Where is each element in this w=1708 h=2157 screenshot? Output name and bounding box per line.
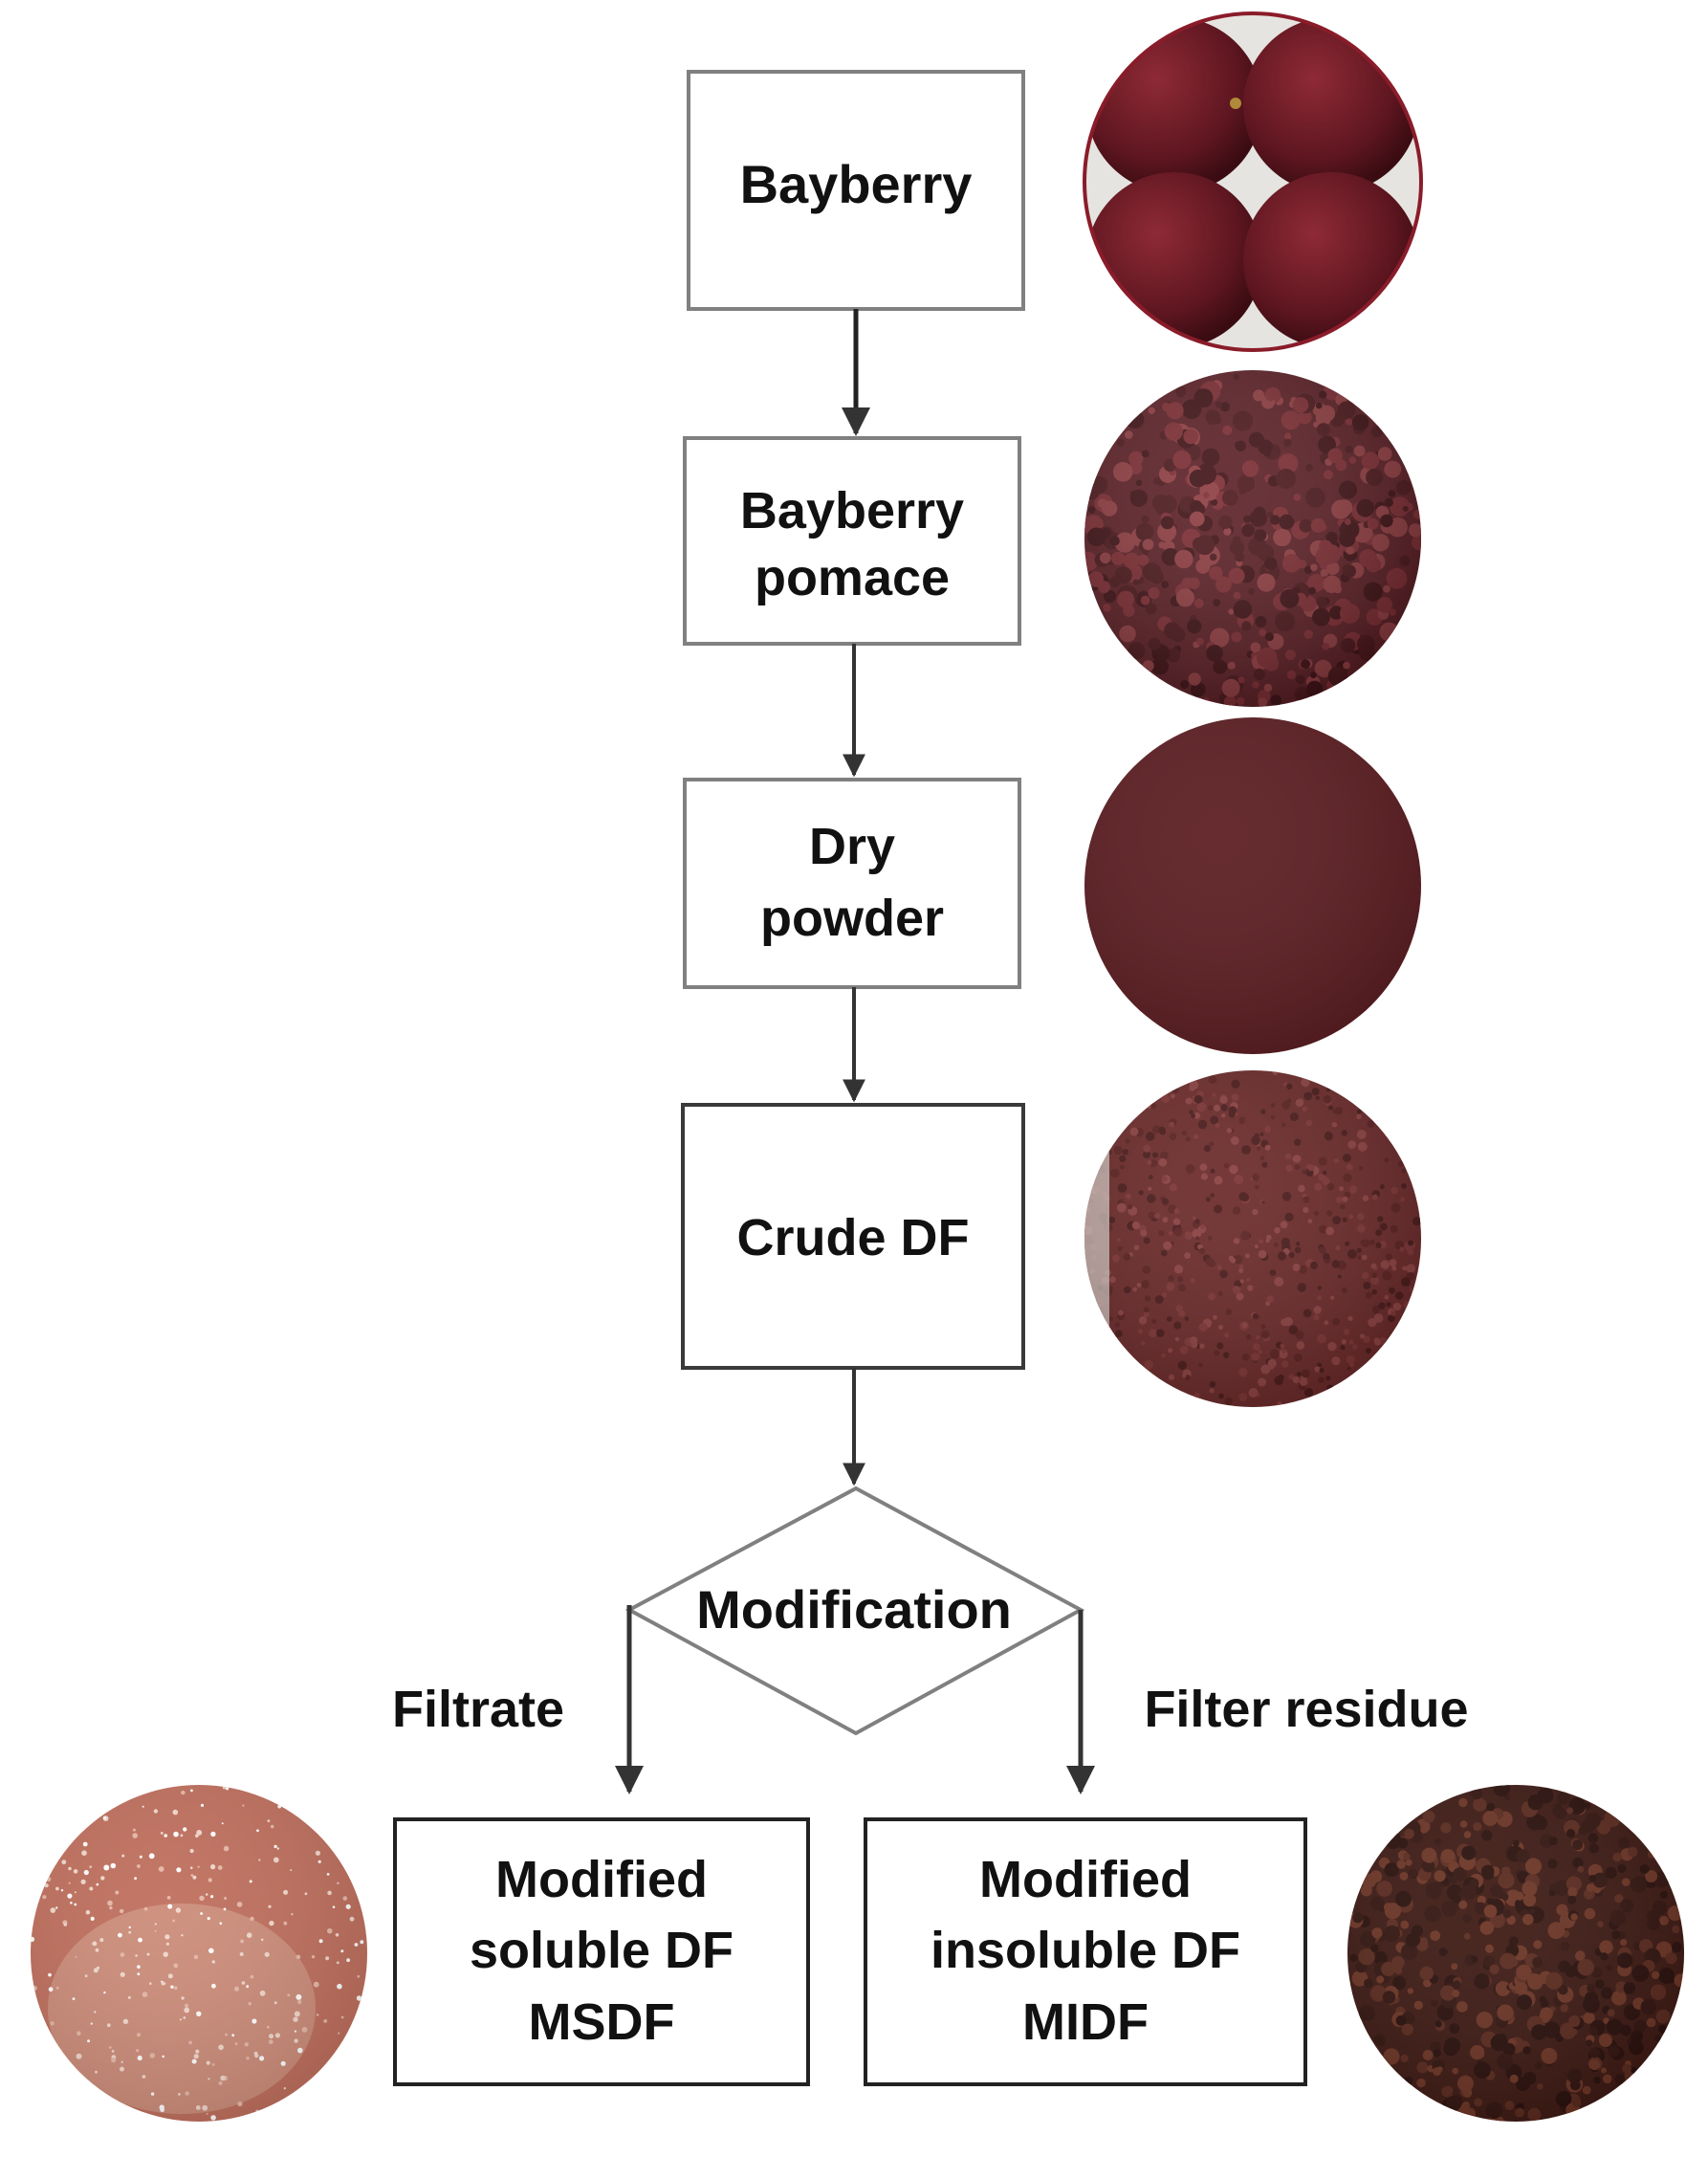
photo-crude-df	[1084, 1070, 1421, 1407]
photo-msdf	[31, 1785, 367, 2122]
decision-diamond	[624, 1486, 1085, 1736]
photo-midf	[1347, 1785, 1684, 2122]
decision-label: Modification	[696, 1579, 1012, 1640]
msdf-label-line2: soluble DF	[470, 1922, 734, 1979]
result-box-msdf	[393, 1817, 810, 2086]
step-box-crude-df	[681, 1103, 1025, 1370]
midf-label-line2: insoluble DF	[931, 1922, 1240, 1979]
step-label-bayberry: Bayberry	[740, 154, 973, 214]
step-box-pomace	[683, 436, 1021, 646]
msdf-label-line3: MSDF	[529, 1993, 675, 2051]
step-label-dry-line1: Dry	[809, 818, 895, 875]
step-label-pomace-line2: pomace	[755, 549, 950, 606]
photo-bayberry-fruit	[1083, 11, 1423, 352]
result-box-midf	[864, 1817, 1307, 2086]
step-label-crude-df: Crude DF	[737, 1209, 970, 1266]
edge-label-filter-residue: Filter residue	[1144, 1681, 1468, 1738]
step-label-dry-line2: powder	[760, 890, 944, 947]
photo-pomace	[1084, 370, 1421, 707]
step-box-dry-powder	[683, 778, 1021, 989]
edge-label-filtrate: Filtrate	[392, 1681, 564, 1738]
step-box-bayberry	[687, 70, 1025, 311]
midf-label-line3: MIDF	[1022, 1993, 1149, 2051]
step-label-pomace-line1: Bayberry	[740, 482, 964, 539]
photo-dry-powder	[1084, 717, 1421, 1054]
midf-label-line1: Modified	[979, 1851, 1192, 1908]
msdf-label-line1: Modified	[495, 1851, 708, 1908]
